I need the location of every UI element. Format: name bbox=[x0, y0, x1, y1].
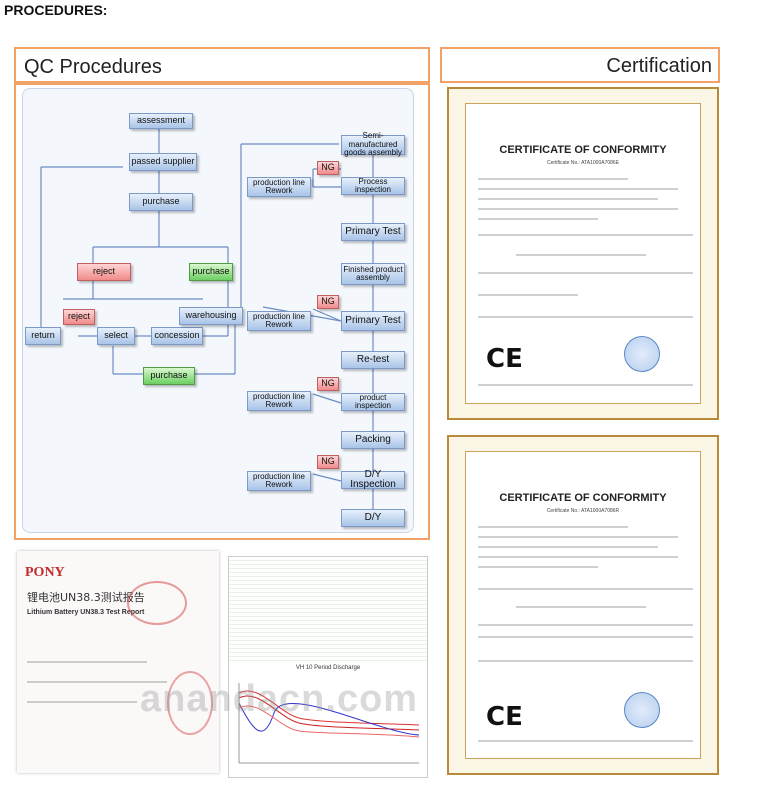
flow-primary-test-2: Primary Test bbox=[341, 311, 405, 331]
flow-select: select bbox=[97, 327, 135, 345]
flow-process-inspection: Process inspection bbox=[341, 177, 405, 195]
flow-primary-test: Primary Test bbox=[341, 223, 405, 241]
certificate-2-body: CERTIFICATE OF CONFORMITY Certificate No… bbox=[465, 451, 701, 759]
certificate-1: CERTIFICATE OF CONFORMITY Certificate No… bbox=[447, 87, 719, 420]
flow-ng-4: NG bbox=[317, 455, 339, 469]
flow-return: return bbox=[25, 327, 61, 345]
cert-header: Certification bbox=[606, 55, 712, 77]
flow-rework-4: production line Rework bbox=[247, 471, 311, 491]
data-table bbox=[229, 557, 427, 661]
flow-reject: reject bbox=[77, 263, 131, 281]
certificate-1-title: CERTIFICATE OF CONFORMITY bbox=[499, 144, 667, 156]
cert-header-frame: Certification bbox=[440, 47, 720, 83]
flow-purchase-bottom: purchase bbox=[143, 367, 195, 385]
ata-seal-1 bbox=[624, 336, 660, 372]
flow-rework-2: production line Rework bbox=[247, 311, 311, 331]
flow-concession: concession bbox=[151, 327, 203, 345]
ce-mark-2: CE bbox=[486, 702, 523, 732]
flow-product-inspection: product inspection bbox=[341, 393, 405, 411]
flow-passed-supplier: passed supplier bbox=[129, 153, 197, 171]
qc-content-frame bbox=[14, 83, 430, 540]
certificate-2-title: CERTIFICATE OF CONFORMITY bbox=[499, 492, 667, 504]
qc-flowchart: assessment passed supplier purchase reje… bbox=[22, 88, 414, 533]
page-title: PROCEDURES: bbox=[4, 2, 108, 18]
ata-seal-2 bbox=[624, 692, 660, 728]
flow-retest: Re-test bbox=[341, 351, 405, 369]
pony-logo: PONY bbox=[25, 565, 65, 580]
flow-ng-2: NG bbox=[317, 295, 339, 309]
certificate-2-number: Certificate No.: ATA1000A7086R bbox=[546, 508, 620, 514]
watermark: anandacn.com bbox=[140, 678, 419, 720]
flow-reject-small: reject bbox=[63, 309, 95, 325]
flow-finished-product: Finished product assembly bbox=[341, 263, 405, 285]
report-title-en: Lithium Battery UN38.3 Test Report bbox=[27, 609, 145, 616]
test-data-sheet: VH 10 Period Discharge bbox=[228, 556, 428, 778]
flow-ng-1: NG bbox=[317, 161, 339, 175]
flow-rework-1: production line Rework bbox=[247, 177, 311, 197]
discharge-curves bbox=[238, 683, 420, 764]
flow-semi-manufactured: Semi-manufactured goods assembly bbox=[341, 132, 405, 157]
un38-report-photo: PONY 锂电池UN38.3测试报告 Lithium Battery UN38.… bbox=[17, 551, 219, 773]
flow-ng-3: NG bbox=[317, 377, 339, 391]
flow-purchase-green: purchase bbox=[189, 263, 233, 281]
flow-rework-3: production line Rework bbox=[247, 391, 311, 411]
flow-warehousing: warehousing bbox=[179, 307, 243, 325]
flow-assessment: assessment bbox=[129, 113, 193, 129]
flow-dy: D/Y bbox=[341, 509, 405, 527]
flow-dy-inspection: D/Y Inspection bbox=[341, 469, 405, 490]
qc-header: QC Procedures bbox=[24, 56, 162, 78]
discharge-chart-title: VH 10 Period Discharge bbox=[295, 665, 361, 671]
flow-purchase: purchase bbox=[129, 193, 193, 211]
certificate-2: CERTIFICATE OF CONFORMITY Certificate No… bbox=[447, 435, 719, 775]
flow-packing: Packing bbox=[341, 431, 405, 449]
certificate-1-body: CERTIFICATE OF CONFORMITY Certificate No… bbox=[465, 103, 701, 404]
report-title-cn: 锂电池UN38.3测试报告 bbox=[27, 591, 145, 604]
flow-connectors bbox=[40, 129, 374, 509]
ce-mark-1: CE bbox=[486, 344, 523, 374]
certificate-1-number: Certificate No.: ATA1000A7086E bbox=[546, 160, 620, 166]
qc-header-frame: QC Procedures bbox=[14, 47, 430, 83]
